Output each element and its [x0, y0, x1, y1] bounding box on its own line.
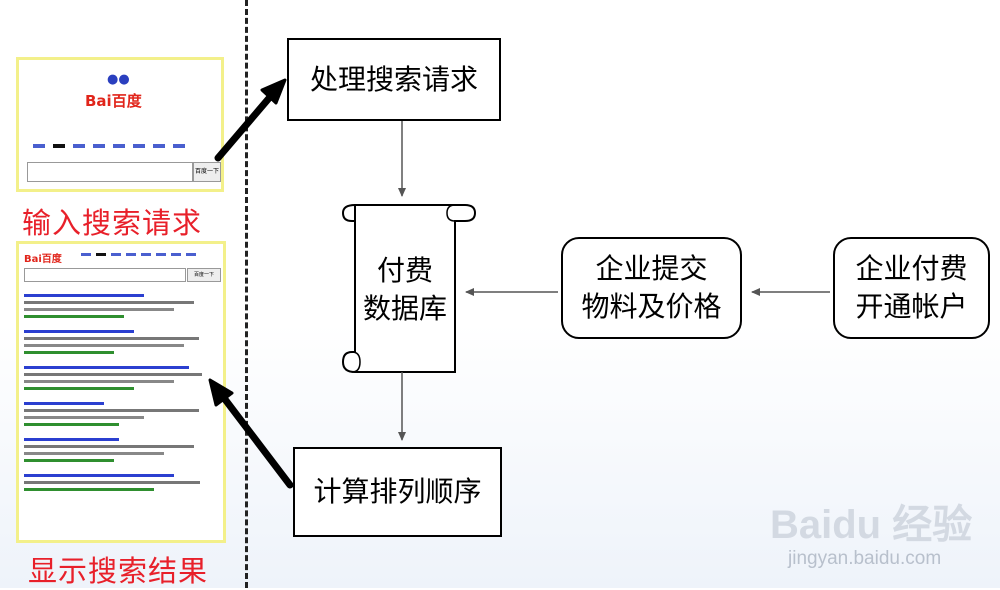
divider-line: [245, 0, 248, 588]
result-item[interactable]: [24, 294, 214, 318]
display-results-label: 显示搜索结果: [28, 554, 209, 588]
baidu-home-screenshot: ●● Bai百度 百度一下: [16, 57, 224, 192]
watermark-brand: Baidu 经验: [770, 503, 973, 547]
watermark-url: jingyan.baidu.com: [788, 548, 942, 569]
baidu-jingyan-watermark: Baidu 经验: [770, 492, 972, 550]
results-search-input[interactable]: [24, 268, 186, 282]
process-request-box: 处理搜索请求: [287, 38, 501, 121]
account-line-1: 企业付费: [855, 252, 968, 286]
paid-database-label: 付费 数据库: [355, 252, 455, 328]
arrow-rank-to-results: [208, 378, 294, 489]
results-search-button[interactable]: 百度一下: [187, 268, 221, 282]
database-scroll-shape: [341, 204, 477, 373]
submit-line-1: 企业提交: [595, 252, 708, 286]
result-item[interactable]: [24, 402, 214, 426]
rank-order-box: 计算排列顺序: [293, 447, 502, 537]
arrow-input-to-process: [214, 78, 287, 162]
input-search-label: 输入搜索请求: [22, 206, 203, 240]
open-account-box: 企业付费 开通帐户: [833, 237, 990, 339]
results-logo: Bai百度: [24, 254, 62, 265]
search-input[interactable]: [27, 162, 193, 182]
result-item[interactable]: [24, 438, 214, 462]
results-list: [24, 290, 214, 503]
results-nav-links: [81, 253, 211, 256]
submit-line-2: 物料及价格: [581, 290, 722, 323]
result-item[interactable]: [24, 474, 214, 491]
search-button[interactable]: 百度一下: [193, 162, 221, 182]
result-item[interactable]: [24, 330, 214, 354]
baidu-logo: ●● Bai百度: [85, 72, 142, 110]
account-line-2: 开通帐户: [855, 290, 968, 323]
database-line-2: 数据库: [362, 291, 447, 325]
baidu-nav-links: [33, 144, 203, 150]
database-line-1: 付费: [376, 254, 433, 287]
baidu-paw-icon: ●●: [107, 72, 130, 87]
result-item[interactable]: [24, 366, 214, 390]
submit-material-box: 企业提交 物料及价格: [561, 237, 742, 339]
baidu-results-screenshot: Bai百度 百度一下: [16, 241, 226, 543]
